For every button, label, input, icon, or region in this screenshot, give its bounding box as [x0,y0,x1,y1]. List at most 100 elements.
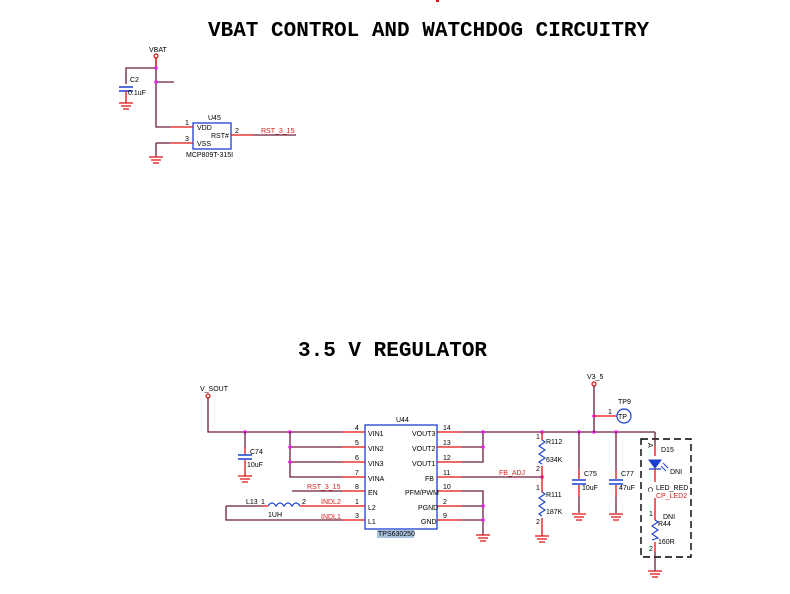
d15-type: LED_RED [656,485,688,492]
svg-text:PFM/PWM: PFM/PWM [405,490,439,497]
vsout-port-label: V_SOUT [200,386,229,393]
svg-text:2: 2 [536,466,540,473]
ground-icon [572,513,586,521]
d15-dni: DNI [670,469,682,476]
c75-value: 10uF [582,485,598,492]
tp9-ref: TP9 [618,399,631,406]
test-point-tp9[interactable]: TP TP9 1 [594,399,632,424]
svg-text:VOUT1: VOUT1 [412,461,435,468]
capacitor-c74[interactable]: C74 10uF [238,432,263,483]
dni-box [640,438,692,558]
ground-icon [476,534,490,542]
svg-text:2: 2 [302,499,306,506]
c2-value: 0.1uF [128,90,146,97]
capacitor-c2[interactable]: C2 0.1uF [119,77,146,110]
l13-value: 1UH [268,512,282,519]
resistor-r111[interactable]: R111 187K [535,477,563,543]
indl2-net-label: INDL2 [321,499,341,506]
ground-icon [535,535,549,543]
l13-ref: L13 [246,499,258,506]
u44-part: TPS630250 [378,531,415,538]
svg-text:1: 1 [608,409,612,416]
ic-u45[interactable]: U45 MCP809T-315I 1 VDD 3 VSS 2 RST# RST_… [149,115,296,164]
svg-text:5: 5 [355,440,359,447]
u44-ref: U44 [396,417,409,424]
svg-text:7: 7 [355,470,359,477]
vbat-wire [155,58,170,128]
svg-text:4: 4 [355,425,359,432]
r44-value: 160R [658,539,675,546]
inductor-icon [267,502,301,508]
vbat-port-label: VBAT [149,47,167,54]
ic-u44[interactable]: U44 TPS630250 4 VIN1 5 VIN2 6 VIN3 7 VIN… [342,417,462,538]
regulator-section-title: 3.5 V REGULATOR [298,340,487,363]
svg-text:VOUT2: VOUT2 [412,446,435,453]
svg-text:RST#: RST# [211,133,229,140]
rst-net-label: RST_3_15 [261,128,295,135]
fb-adj-net-label: FB_ADJ [499,470,525,477]
svg-text:A: A [646,443,653,448]
u45-ref: U45 [208,115,221,122]
test-point-icon [616,408,632,424]
c74-value: 10uF [247,462,263,469]
vbat-section-title: VBAT CONTROL AND WATCHDOG CIRCUITRY [208,20,649,43]
r44-dni: DNI [663,514,675,521]
led-icon [648,459,662,469]
led-d15[interactable]: A D15 DNI LED_RED CP_LED2 C [646,432,688,500]
ground-icon [609,513,623,521]
v3-5-port-label: V3_5 [587,374,603,381]
svg-text:1: 1 [355,499,359,506]
u45-part: MCP809T-315I [186,152,233,159]
ground-icon [648,570,662,578]
svg-text:11: 11 [443,470,450,477]
svg-text:6: 6 [355,455,359,462]
svg-text:PGND: PGND [418,505,438,512]
svg-text:VOUT3: VOUT3 [412,431,435,438]
svg-text:L1: L1 [368,519,376,526]
svg-text:1: 1 [649,511,653,518]
svg-text:8: 8 [355,484,359,491]
svg-text:VDD: VDD [197,125,212,132]
r112-ref: R112 [546,439,562,446]
svg-text:9: 9 [443,513,447,520]
capacitor-icon [609,479,623,485]
capacitor-c77[interactable]: C77 47uF [609,432,635,521]
svg-text:1: 1 [536,485,540,492]
svg-text:VIN2: VIN2 [368,446,384,453]
svg-text:1: 1 [261,499,265,506]
resistor-icon [538,491,546,517]
resistor-r112[interactable]: R112 634K [538,432,563,477]
c77-ref: C77 [621,471,634,478]
u45-body [192,122,232,150]
svg-text:2: 2 [649,546,653,553]
r112-value: 634K [546,457,563,464]
capacitor-icon [572,479,586,485]
c77-value: 47uF [619,485,635,492]
cp-led2-net-label: CP_LED2 [656,493,687,500]
svg-text:VINA: VINA [368,476,385,483]
ground-icon [149,156,163,164]
d15-ref: D15 [661,447,674,454]
vsout-port-icon [205,393,211,399]
c75-ref: C75 [584,471,597,478]
v3-5-port-icon [591,381,597,387]
resistor-icon [651,519,660,541]
r44-ref: R44 [658,521,671,528]
svg-text:EN: EN [368,490,378,497]
stray-mark [436,0,439,2]
svg-text:2: 2 [443,499,447,506]
svg-text:TP: TP [618,414,627,421]
regulator-circuit: V_SOUT C74 10uF U44 TPS630250 4 VIN1 5 [200,374,692,578]
resistor-r44[interactable]: DNI R44 160R 1 2 [648,498,675,578]
inductor-l13[interactable]: L13 1 2 1UH [225,499,342,521]
vbat-port-icon [153,53,159,59]
capacitor-c75[interactable]: C75 10uF [572,432,598,521]
svg-text:1: 1 [536,434,540,441]
svg-text:VIN1: VIN1 [368,431,384,438]
r111-value: 187K [546,509,563,516]
svg-text:13: 13 [443,440,451,447]
capacitor-icon [238,454,252,460]
svg-text:2: 2 [235,128,239,135]
vbat-circuit: VBAT C2 0.1uF U45 MCP809T-315I 1 VDD 3 [119,47,296,164]
